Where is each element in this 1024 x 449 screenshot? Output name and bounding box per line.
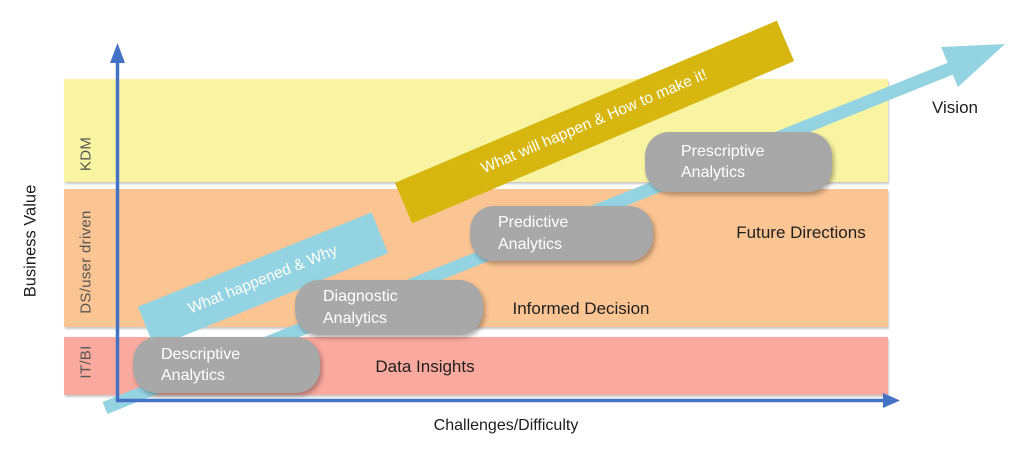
stage-box-prescriptive-analytics: Prescriptive Analytics (645, 132, 832, 192)
band-label-ds-user-driven: DS/user driven (77, 210, 95, 314)
stage-label-predictive: Predictive Analytics (498, 214, 569, 253)
band-label-it-bi: IT/BI (77, 345, 95, 379)
x-axis-arrowhead-icon (883, 393, 900, 408)
x-axis-label: Challenges/Difficulty (433, 417, 579, 434)
stage-label-prescriptive: Prescriptive Analytics (681, 142, 765, 181)
stage-label-descriptive: Descriptive Analytics (161, 345, 241, 384)
vision-arrowhead-icon (941, 44, 1005, 87)
stage-box-diagnostic-analytics: Diagnostic Analytics (295, 280, 483, 335)
stage-box-predictive-analytics: Predictive Analytics (470, 206, 653, 261)
outcome-future-directions: Future Directions (736, 223, 866, 242)
y-axis-arrowhead-icon (110, 43, 125, 63)
vision-label: Vision (932, 98, 978, 117)
outcome-data-insights: Data Insights (375, 357, 475, 376)
stage-label-diagnostic: Diagnostic Analytics (323, 288, 398, 327)
band-label-kdm: KDM (77, 136, 95, 172)
stage-box-descriptive-analytics: Descriptive Analytics (133, 337, 320, 393)
outcome-informed-decision: Informed Decision (512, 299, 650, 318)
y-axis-label: Business Value (21, 184, 40, 298)
